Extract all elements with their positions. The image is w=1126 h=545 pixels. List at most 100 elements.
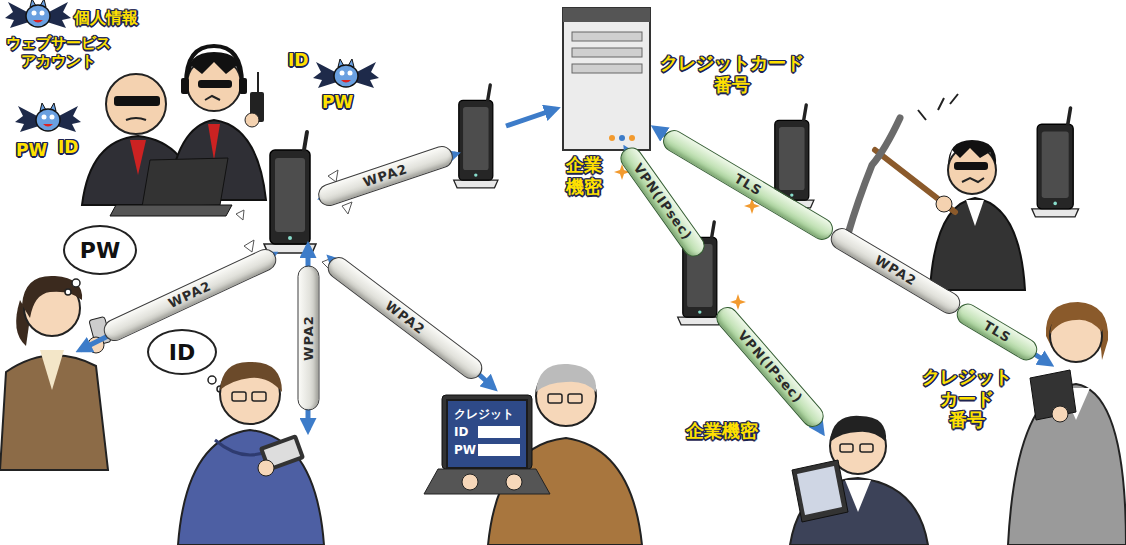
label-box: 企業機密 [686,420,758,442]
man-figure [792,460,848,522]
man-figure [860,444,873,452]
speech-bubble: PW [63,225,137,275]
label-box: PW [16,140,47,160]
label-box: クレジット カード 番号 [922,366,1012,431]
caption-label: ウェブサービス アカウント [6,34,111,70]
broken-shards [236,210,244,220]
laptop-illustration [110,158,232,216]
speech-bubble: ID [147,329,217,375]
attacker-figure [954,162,988,170]
hacker-figure [198,80,232,88]
man-figure [830,416,886,442]
attacker-figure [918,94,958,120]
woman-figure [40,350,64,390]
label-box: クレジットカード 番号 [660,52,804,95]
encryption-tube: TLS [953,300,1042,365]
broken-shards [244,240,254,252]
server-illustration [563,8,650,150]
laptop-illustration [462,474,478,490]
laptop-screen: クレジットIDPW [446,399,528,469]
encryption-tube: VPN(IPsec) [712,302,828,431]
man-figure [845,480,871,512]
speech-tail [208,376,216,384]
caption-label: 企業機密 [686,420,758,442]
server-illustration [629,135,635,141]
attacker-figure [966,200,984,226]
label-box: 企業 機密 [566,154,602,197]
speech-tail [72,279,80,287]
server-illustration [572,48,642,57]
encryption-tube: WPA2 [323,253,486,384]
caption-label: 個人情報 [74,8,138,27]
bubble-text: PW [80,238,120,263]
screen-text: ID [454,423,520,441]
laptop-illustration [506,474,522,490]
hacker-figure [208,124,220,160]
woman-figure [22,276,82,318]
tube-label: WPA2 [316,144,454,207]
server-illustration [619,135,625,141]
router-illustration [454,85,498,188]
man-figure [232,392,246,401]
hacker-figure [205,96,220,100]
label-box: 個人情報 [74,8,138,27]
encryption-tube: WPA2 [297,266,319,411]
laptop-illustration [142,158,228,207]
attacker-figure [962,178,984,182]
tube-label: WPA2 [298,267,318,410]
label-box: PW [322,92,353,112]
man-figure [797,466,842,515]
attacker-figure [875,150,955,212]
screen-text: PW [454,441,520,459]
bat-icon [15,103,81,132]
man-figure [548,394,562,403]
laptop-illustration [424,395,550,494]
speech-tail [65,289,71,295]
caption-label: PW [322,92,353,112]
man-figure [220,362,282,392]
woman-figure [1052,406,1068,422]
man-figure [840,444,853,452]
bat-icon [5,0,71,28]
label-box: ID [288,50,308,70]
man-figure [790,416,928,545]
laptop-illustration [442,395,532,469]
laptop-illustration [110,205,232,216]
server-illustration [563,8,650,22]
hacker-figure [106,74,166,134]
router-illustration [1032,108,1079,217]
flow-arrow [80,109,1050,432]
label-box: ウェブサービス アカウント [6,34,111,70]
hacker-figure [245,113,259,127]
hacker-figure [126,118,146,120]
hacker-figure [186,46,242,84]
woman-figure [0,276,111,470]
caption-label: ID [58,137,78,157]
man-figure [252,392,266,401]
caption-label: クレジット カード 番号 [922,366,1012,431]
tube-label: WPA2 [828,225,963,316]
encryption-tube: WPA2 [826,224,964,318]
flow-arrow [506,109,556,126]
server-illustration [563,8,650,150]
broken-shards [342,202,352,214]
router-illustration [264,132,316,253]
man-figure [568,394,582,403]
tube-label: VPN(IPsec) [713,304,827,430]
man-figure [178,430,324,545]
bubble-text: ID [169,340,195,365]
server-illustration [609,135,615,141]
man-figure [536,364,596,392]
woman-figure [1050,306,1102,334]
hacker-figure [257,72,259,92]
tube-label: WPA2 [325,254,486,382]
screen-text: クレジット [454,405,520,423]
man-figure [258,460,274,476]
server-illustration [572,64,642,73]
caption-label: クレジットカード 番号 [660,52,804,95]
laptop-illustration [424,469,550,494]
tube-label: TLS [954,301,1040,363]
